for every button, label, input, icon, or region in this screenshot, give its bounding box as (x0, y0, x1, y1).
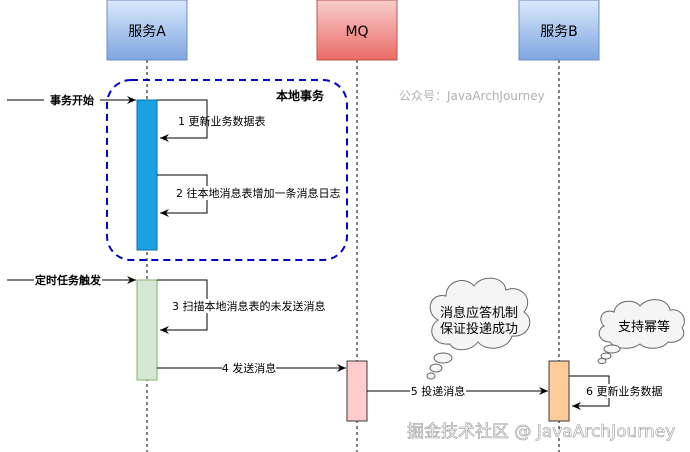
callout-cloud-ack-line2: 保证投递成功 (440, 321, 518, 337)
participant-service-a-label: 服务A (128, 24, 166, 40)
callout-cloud-idempotent-line1: 支持幂等 (618, 319, 670, 335)
watermark-bottom: 掘金技术社区 @ JavaArchJourney (407, 422, 675, 442)
message-4-label: 4 发送消息 (222, 361, 277, 375)
message-5-label: 5 投递消息 (411, 384, 466, 398)
message-2: 2 往本地消息表增加一条消息日志 (157, 174, 341, 217)
message-3: 3 扫描本地消息表的未发送消息 (157, 279, 326, 334)
activation-service-a-transaction (136, 99, 158, 251)
message-5: 5 投递消息 (367, 384, 548, 398)
callout-cloud-ack (426, 277, 531, 380)
activation-service-b (548, 360, 570, 422)
message-1-label: 1 更新业务数据表 (178, 114, 266, 128)
trigger-transaction-start-label: 事务开始 (50, 93, 94, 107)
trigger-scheduled-task: 定时任务触发 (7, 273, 136, 287)
participant-service-a[interactable]: 服务A (106, 0, 188, 61)
trigger-transaction-start: 事务开始 (7, 93, 136, 107)
participant-service-b[interactable]: 服务B (518, 0, 600, 61)
message-4: 4 发送消息 (157, 361, 346, 375)
callout-cloud-ack-line1: 消息应答机制 (440, 305, 518, 321)
activation-mq (346, 360, 368, 422)
watermark-top: 公众号：JavaArchJourney (399, 89, 545, 103)
message-3-label: 3 扫描本地消息表的未发送消息 (172, 299, 326, 313)
message-6-label: 6 更新业务数据 (586, 384, 663, 398)
message-6: 6 更新业务数据 (569, 375, 663, 410)
activation-service-a-scheduled (136, 279, 158, 381)
participant-mq[interactable]: MQ (316, 0, 398, 61)
participant-service-b-label: 服务B (540, 24, 578, 40)
callout-cloud-idempotent (597, 299, 685, 364)
local-transaction-frame: 本地事务 (106, 79, 348, 261)
message-1: 1 更新业务数据表 (157, 99, 266, 142)
message-2-label: 2 往本地消息表增加一条消息日志 (176, 186, 341, 200)
local-transaction-label: 本地事务 (276, 88, 325, 103)
participant-mq-label: MQ (345, 24, 368, 40)
trigger-scheduled-task-label: 定时任务触发 (35, 273, 102, 287)
